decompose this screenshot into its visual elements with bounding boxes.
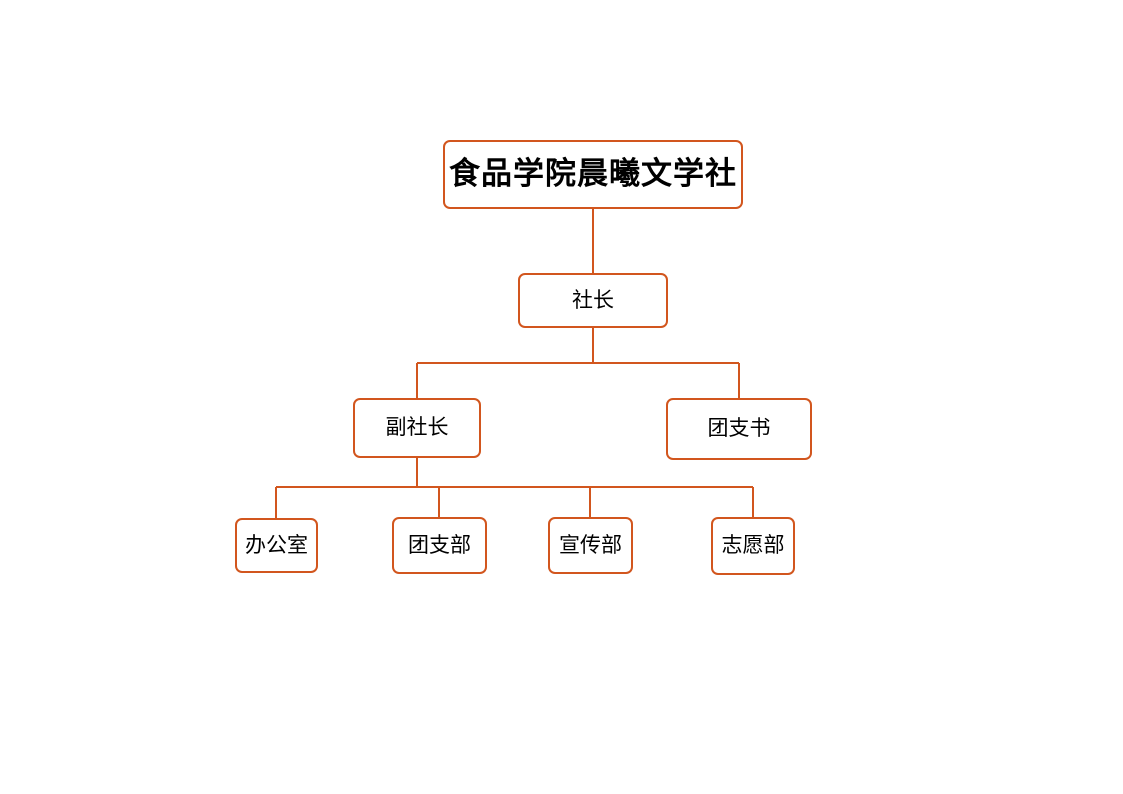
node-organization-root[interactable]: 食品学院晨曦文学社 (443, 140, 743, 209)
node-league-branch[interactable]: 团支部 (392, 517, 487, 574)
node-volunteer-department[interactable]: 志愿部 (711, 517, 795, 575)
node-league-secretary[interactable]: 团支书 (666, 398, 812, 460)
node-vice-president[interactable]: 副社长 (353, 398, 481, 458)
node-office[interactable]: 办公室 (235, 518, 318, 573)
node-president[interactable]: 社长 (518, 273, 668, 328)
node-publicity-department[interactable]: 宣传部 (548, 517, 633, 574)
